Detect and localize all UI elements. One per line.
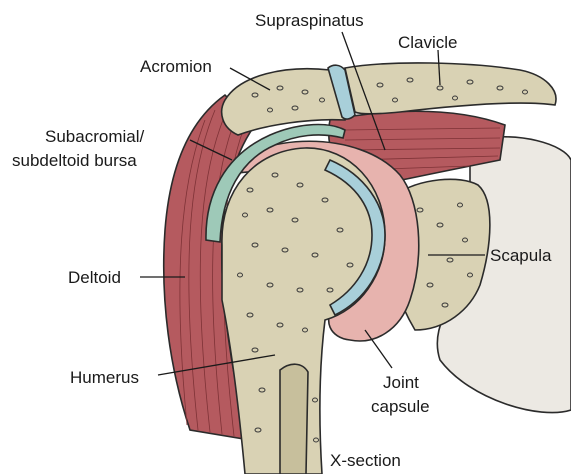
label-bursa-line1: Subacromial/ (45, 127, 144, 146)
humerus-marrow (280, 364, 308, 474)
label-acromion: Acromion (140, 57, 212, 76)
label-scapula: Scapula (490, 246, 552, 265)
label-capsule-line2: capsule (371, 397, 430, 416)
label-clavicle: Clavicle (398, 33, 458, 52)
caption: X-section (330, 451, 401, 470)
label-bursa-line2: subdeltoid bursa (12, 151, 137, 170)
label-capsule-line1: Joint (383, 373, 419, 392)
label-humerus: Humerus (70, 368, 139, 387)
label-deltoid: Deltoid (68, 268, 121, 287)
clavicle-bone (345, 63, 556, 114)
label-supraspinatus: Supraspinatus (255, 11, 364, 30)
